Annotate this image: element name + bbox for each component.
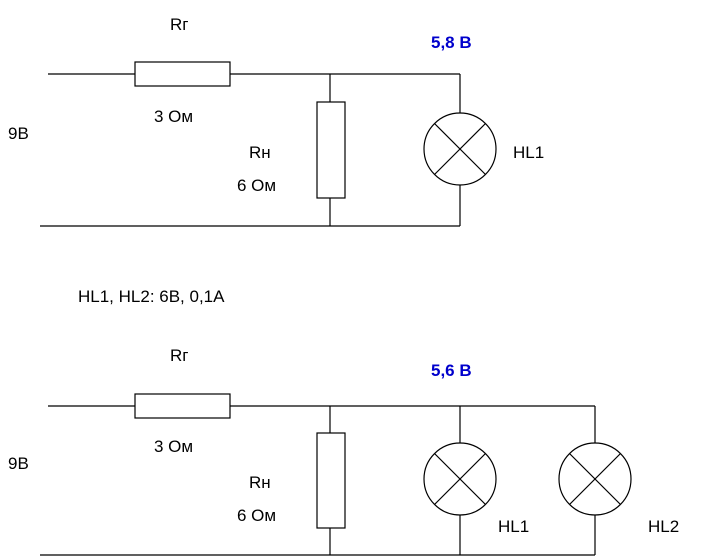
c1-resistor-rn: [316, 101, 346, 199]
c2-rg-label: Rг: [170, 346, 188, 365]
c2-rg-value: 3 Ом: [154, 437, 193, 456]
c2-rn-value: 6 Ом: [237, 506, 276, 525]
circuit-1: 9В Rг 3 Ом Rн 6 Ом 5,8 В HL1: [8, 15, 544, 227]
c2-source-label: 9В: [8, 454, 29, 473]
circuit-2: 9В Rг 3 Ом Rн 6 Ом 5,6 В HL1 HL2: [8, 346, 679, 556]
c1-source-label: 9В: [8, 124, 29, 143]
c2-lamp-hl2-icon: [558, 442, 632, 516]
c1-rg-value: 3 Ом: [154, 107, 193, 126]
c1-rn-label: Rн: [249, 143, 271, 162]
c2-rn-label: Rн: [249, 473, 271, 492]
c1-resistor-rg: [134, 61, 231, 87]
c1-rg-label: Rг: [170, 15, 188, 34]
c2-lamp-hl2-label: HL2: [648, 517, 679, 536]
c1-lamp-hl1-label: HL1: [513, 143, 544, 162]
c2-lamp-hl1-label: HL1: [498, 517, 529, 536]
c1-lamp-hl1-icon: [423, 112, 497, 186]
lamp-spec-text: HL1, HL2: 6В, 0,1А: [78, 287, 225, 306]
c2-resistor-rn: [316, 432, 346, 529]
c2-lamp-hl1-icon: [423, 442, 497, 516]
c1-rn-value: 6 Ом: [237, 176, 276, 195]
c2-voltage-label: 5,6 В: [431, 361, 472, 380]
c2-resistor-rg: [134, 393, 231, 419]
c1-voltage-label: 5,8 В: [431, 33, 472, 52]
